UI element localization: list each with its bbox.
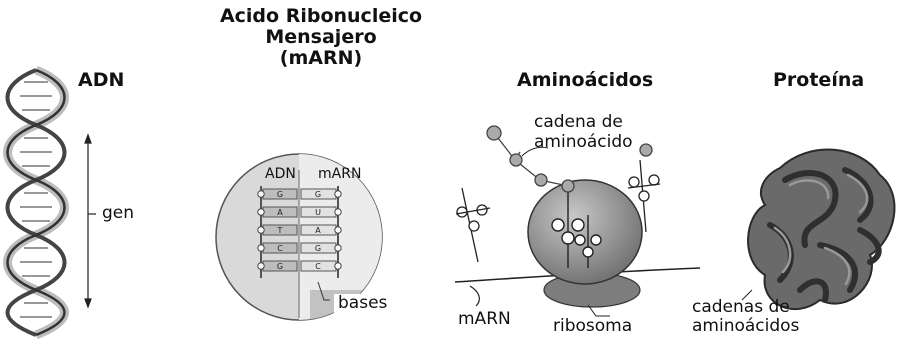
protein-illustration: [742, 150, 894, 310]
dna-base-letter: G: [277, 190, 283, 199]
rna-base-letter: G: [315, 190, 321, 199]
dna-base-letter: C: [277, 244, 283, 253]
label-cadenas-line1: cadenas de: [692, 298, 799, 317]
backbone-node: [335, 245, 341, 251]
label-cadena: cadena de aminoácido: [534, 112, 633, 152]
ribosome-illustration: [455, 126, 700, 316]
label-cadenas: cadenas de aminoácidos: [692, 298, 799, 336]
label-cadena-line1: cadena de: [534, 112, 633, 132]
rna-base-letter: U: [315, 208, 321, 217]
backbone-node: [258, 245, 264, 251]
rna-base-letter: C: [315, 262, 321, 271]
backbone-node: [258, 209, 264, 215]
label-cadenas-line2: aminoácidos: [692, 317, 799, 336]
backbone-node: [335, 209, 341, 215]
rna-base-letter: A: [315, 226, 321, 235]
label-bases: bases: [334, 294, 391, 313]
dna-helix-illustration: [8, 70, 65, 335]
rna-base-letter: G: [315, 244, 321, 253]
label-cadena-line2: aminoácido: [534, 132, 633, 152]
label-marn-inner: mARN: [318, 165, 361, 184]
label-gen: gen: [102, 204, 134, 223]
backbone-node: [258, 227, 264, 233]
backbone-node: [258, 191, 264, 197]
label-marn: mARN: [458, 310, 511, 329]
label-ribosoma: ribosoma: [553, 317, 632, 336]
backbone-node: [335, 263, 341, 269]
dna-base-letter: G: [277, 262, 283, 271]
gen-bracket: [85, 135, 96, 307]
backbone-node: [335, 227, 341, 233]
dna-base-letter: T: [277, 226, 283, 235]
label-adn-inner: ADN: [265, 165, 296, 184]
backbone-node: [335, 191, 341, 197]
backbone-node: [258, 263, 264, 269]
dna-base-letter: A: [277, 208, 283, 217]
